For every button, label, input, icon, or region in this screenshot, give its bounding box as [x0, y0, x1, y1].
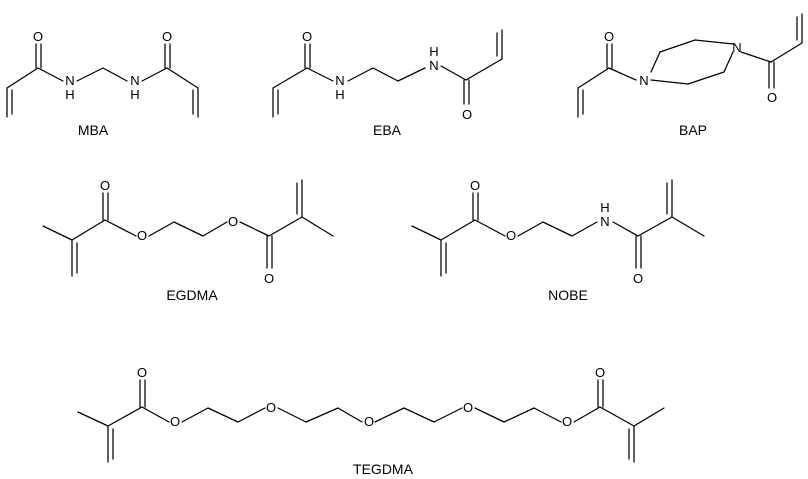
- bap-nitrogen-left: N: [639, 73, 648, 88]
- egdma-carbonyl-oxygen-right: O: [264, 271, 274, 286]
- egdma-ester-oxygen-right: O: [228, 214, 238, 229]
- mba-label: MBA: [78, 122, 109, 138]
- eba-bonds: [272, 29, 503, 118]
- egdma-label: EGDMA: [166, 287, 218, 303]
- bap-label: BAP: [679, 122, 707, 138]
- mba-hydrogen-left: H: [65, 87, 74, 102]
- molecule-mba: O N H N H O MBA: [6, 29, 199, 138]
- mba-hydrogen-right: H: [130, 87, 139, 102]
- molecule-bap: O N N O BAP: [577, 13, 803, 138]
- mba-nitrogen-right: N: [130, 73, 139, 88]
- nobe-bonds: [411, 179, 705, 277]
- nobe-label: NOBE: [548, 287, 588, 303]
- eba-oxygen-left: O: [302, 29, 312, 44]
- egdma-carbonyl-oxygen-left: O: [100, 178, 110, 193]
- egdma-ester-oxygen-left: O: [137, 228, 147, 243]
- tegdma-carbonyl-oxygen-right: O: [595, 365, 605, 380]
- eba-nitrogen-right: N: [429, 58, 438, 73]
- mba-oxygen-left: O: [33, 29, 43, 44]
- tegdma-ester-oxygen-right: O: [562, 414, 572, 429]
- tegdma-ester-oxygen-left: O: [170, 414, 180, 429]
- eba-hydrogen-right: H: [429, 44, 438, 59]
- tegdma-ether-oxygen-3: O: [463, 400, 473, 415]
- bap-oxygen-left: O: [604, 29, 614, 44]
- tegdma-ether-oxygen-2: O: [364, 414, 374, 429]
- tegdma-bonds: [77, 379, 665, 463]
- nobe-amide-hydrogen: H: [600, 200, 609, 215]
- bap-nitrogen-right: N: [732, 40, 741, 55]
- tegdma-ether-oxygen-1: O: [266, 400, 276, 415]
- eba-hydrogen-left: H: [335, 87, 344, 102]
- nobe-carbonyl-oxygen-left: O: [470, 178, 480, 193]
- molecule-egdma: O O O O EGDMA: [42, 178, 334, 303]
- eba-nitrogen-left: N: [335, 73, 344, 88]
- egdma-bonds: [42, 179, 334, 277]
- nobe-ester-oxygen: O: [506, 228, 516, 243]
- mba-oxygen-right: O: [162, 29, 172, 44]
- bap-oxygen-right: O: [767, 90, 777, 105]
- nobe-amide-nitrogen: N: [600, 214, 609, 229]
- tegdma-label: TEGDMA: [353, 461, 414, 477]
- tegdma-carbonyl-oxygen-left: O: [137, 365, 147, 380]
- molecule-tegdma: O O O O O O O TEGDMA: [77, 365, 665, 477]
- eba-oxygen-right: O: [462, 107, 472, 122]
- molecule-eba: O N H H N O EBA: [272, 29, 503, 138]
- molecule-nobe: O O H N O NOBE: [411, 178, 705, 303]
- nobe-carbonyl-oxygen-right: O: [633, 271, 643, 286]
- mba-nitrogen-left: N: [65, 73, 74, 88]
- bap-bonds: [577, 13, 803, 118]
- eba-label: EBA: [373, 122, 402, 138]
- mba-bonds: [6, 43, 199, 118]
